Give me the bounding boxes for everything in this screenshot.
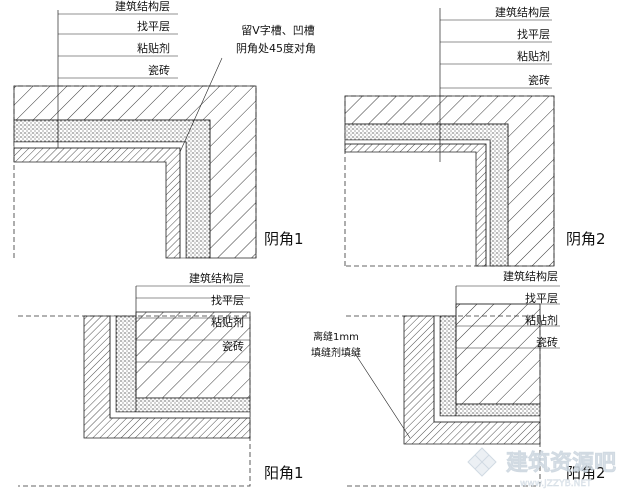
caption-yin-jiao-2: 阴角2 — [566, 230, 606, 248]
layer-label-adhesive: 粘贴剂 — [517, 49, 550, 63]
structure-layer — [344, 95, 555, 267]
layer-label-structure: 建筑结构层 — [115, 0, 170, 13]
note-1mm-gap: 离缝1mm — [313, 330, 359, 343]
caption-yang-jiao-1: 阳角1 — [264, 464, 304, 482]
caption-yang-jiao-2: 阳角2 — [566, 464, 606, 482]
layer-label-tile: 瓷砖 — [222, 339, 244, 353]
layer-label-adhesive: 粘贴剂 — [137, 41, 170, 55]
layer-label-structure: 建筑结构层 — [189, 271, 244, 285]
diagram-yin-jiao-2: 建筑结构层 找平层 粘贴剂 瓷砖 阴角2 — [344, 5, 626, 267]
tile-layer — [13, 147, 181, 259]
diamond-logo-icon — [467, 447, 497, 477]
layer-label-leveling: 找平层 — [517, 27, 550, 41]
layer-label-leveling: 找平层 — [525, 291, 558, 305]
note-grout-fill: 填缝剂填缝 — [311, 346, 361, 359]
layer-label-tile: 瓷砖 — [148, 63, 170, 77]
layer-label-structure: 建筑结构层 — [495, 5, 550, 19]
caption-yin-jiao-1: 阴角1 — [264, 230, 304, 248]
layer-label-adhesive: 粘贴剂 — [211, 315, 244, 329]
watermark-url: www.JZZYB.NET — [520, 479, 592, 489]
layer-label-structure: 建筑结构层 — [503, 269, 558, 283]
diagram-yin-jiao-1: 建筑结构层 找平层 粘贴剂 瓷砖 留V字槽、凹槽 阴角处45度对角 阴角1 — [13, 0, 322, 259]
note-45-degree: 阴角处45度对角 — [236, 41, 316, 55]
tile-layer — [403, 315, 541, 445]
layer-label-tile: 瓷砖 — [536, 335, 558, 349]
diagram-yang-jiao-1: 建筑结构层 找平层 粘贴剂 瓷砖 阳角1 — [18, 271, 322, 487]
adhesive-layer — [344, 139, 491, 267]
layer-label-leveling: 找平层 — [211, 293, 244, 307]
layer-label-tile: 瓷砖 — [528, 73, 550, 87]
note-v-groove: 留V字槽、凹槽 — [241, 23, 315, 37]
watermark: 建筑资源吧 www.JZZYB.NET — [467, 447, 616, 489]
structure-layer — [13, 85, 257, 259]
tile-layer — [83, 315, 251, 439]
tile-layer — [344, 143, 487, 267]
diagram-yang-jiao-2: 建筑结构层 找平层 粘贴剂 瓷砖 离缝1mm 填缝剂填缝 阳角2 — [311, 269, 606, 487]
layer-label-leveling: 找平层 — [137, 19, 170, 33]
layer-label-adhesive: 粘贴剂 — [525, 313, 558, 327]
watermark-text: 建筑资源吧 — [506, 450, 616, 476]
